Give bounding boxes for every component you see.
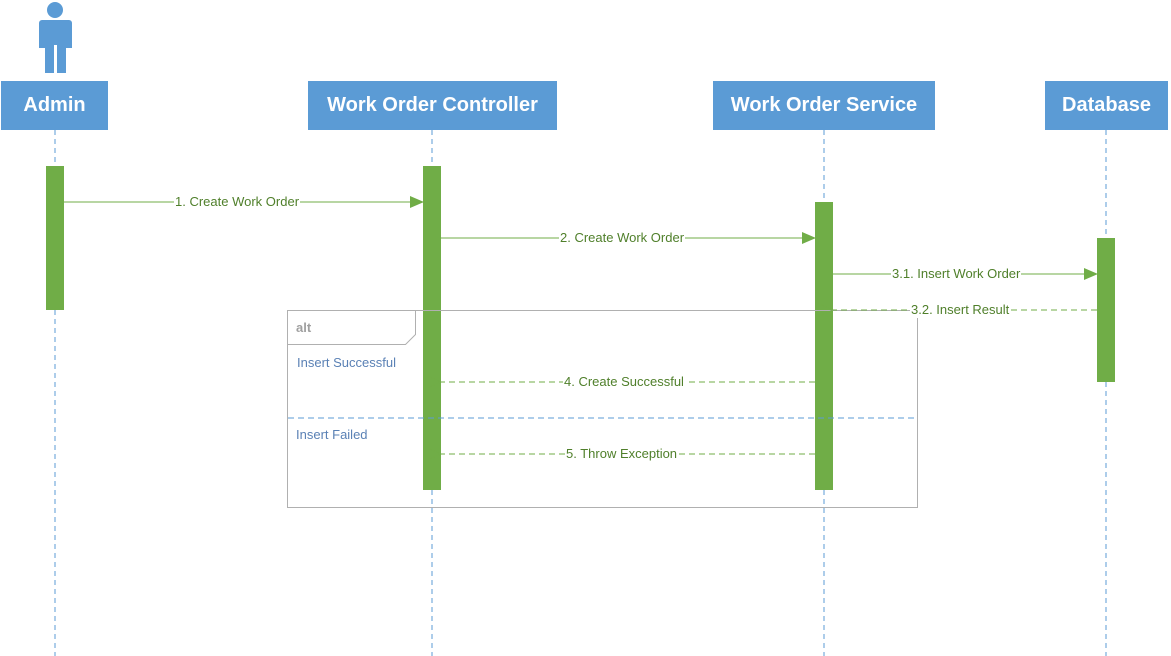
activation-database — [1097, 238, 1115, 382]
message-label-1: 1. Create Work Order — [174, 194, 301, 210]
guard-insert-successful: Insert Successful — [297, 355, 396, 370]
message-label-4: 4. Create Successful — [563, 374, 685, 390]
message-label-3-2: 3.2. Insert Result — [910, 302, 1011, 318]
alt-operator-tab — [287, 310, 416, 345]
message-label-5: 5. Throw Exception — [565, 446, 679, 462]
activation-work-order-controller — [423, 166, 441, 490]
participant-admin: Admin — [1, 81, 108, 130]
participant-work-order-controller: Work Order Controller — [308, 81, 557, 130]
activation-work-order-service — [815, 202, 833, 490]
person-icon — [39, 2, 72, 73]
guard-insert-failed: Insert Failed — [296, 427, 368, 442]
message-label-3-1: 3.1. Insert Work Order — [891, 266, 1022, 282]
participant-work-order-service: Work Order Service — [713, 81, 935, 130]
message-label-2: 2. Create Work Order — [559, 230, 686, 246]
alt-operator-label: alt — [296, 320, 312, 335]
activation-admin — [46, 166, 64, 310]
participant-database: Database — [1045, 81, 1168, 130]
alt-fragment — [287, 310, 918, 508]
